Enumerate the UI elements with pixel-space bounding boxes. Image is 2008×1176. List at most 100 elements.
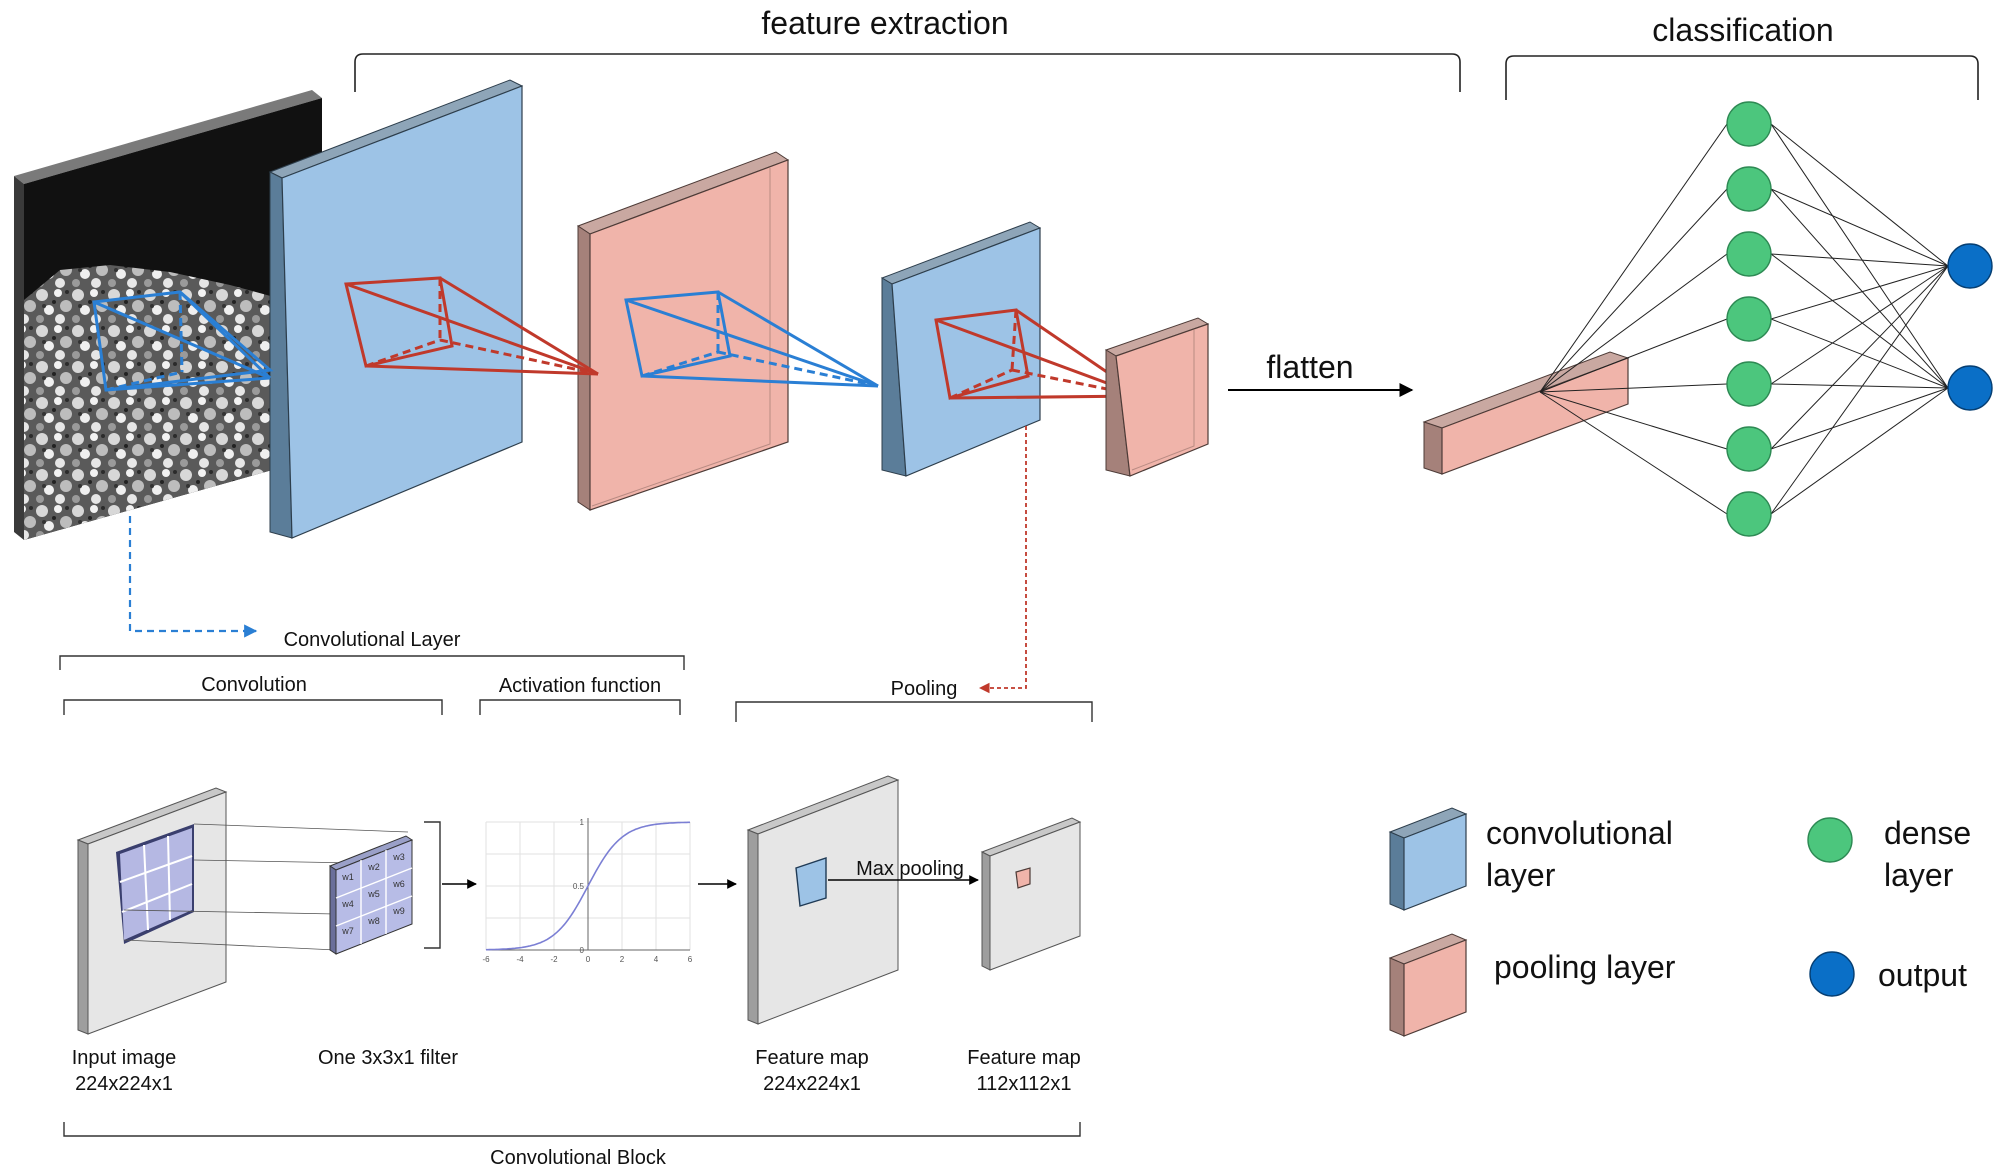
feature-map-2-size: 112x112x1 xyxy=(977,1073,1072,1095)
dense-to-output-edge xyxy=(1770,188,1949,267)
dense-node-6 xyxy=(1726,426,1772,472)
weight-w9: w9 xyxy=(392,906,405,916)
weight-w4: w4 xyxy=(341,899,354,909)
weight-w1: w1 xyxy=(341,872,354,882)
output-node-1 xyxy=(1947,243,1993,289)
sigmoid-x-tick: 6 xyxy=(688,955,693,964)
dense-to-output-edge xyxy=(1770,265,1949,515)
pooling-label: Pooling xyxy=(891,678,958,700)
max-pooling-label: Max pooling xyxy=(856,858,964,880)
filter-3x3 xyxy=(328,835,414,955)
input-image-size: 224x224x1 xyxy=(75,1073,173,1095)
weight-w7: w7 xyxy=(341,926,354,936)
flatten-label: flatten xyxy=(1266,349,1353,385)
dense-node-2 xyxy=(1726,166,1772,212)
sigmoid-x-tick: -6 xyxy=(482,955,490,964)
dense-to-output-edge xyxy=(1770,387,1949,515)
filter-bracket xyxy=(424,821,441,949)
filter-label: One 3x3x1 filter xyxy=(318,1047,458,1069)
sigmoid-x-tick: 4 xyxy=(654,955,659,964)
conv-layer-1 xyxy=(268,79,524,539)
sigmoid-y-tick: 0.5 xyxy=(573,882,585,891)
legend-pool-label: pooling layer xyxy=(1494,949,1676,985)
feature-map-1-label: Feature map xyxy=(755,1047,868,1069)
input-to-dense-edge xyxy=(1539,318,1728,393)
dense-node-5 xyxy=(1726,361,1772,407)
legend-conv-swatch xyxy=(1388,807,1468,911)
activation-function-label: Activation function xyxy=(499,675,661,697)
pool-layer-2 xyxy=(1104,317,1210,477)
dense-to-output-edge xyxy=(1770,387,1949,450)
legend-output-swatch xyxy=(1809,951,1855,997)
dense-to-output-edge xyxy=(1770,265,1949,320)
dense-to-output-edge xyxy=(1770,318,1949,389)
convolutional-layer-brace xyxy=(59,655,685,670)
dense-to-output-edge xyxy=(1770,253,1949,389)
feature-map-1 xyxy=(746,775,900,1025)
weight-w8: w8 xyxy=(367,916,380,926)
sigmoid-x-tick: 2 xyxy=(620,955,625,964)
feature-map-2-label: Feature map xyxy=(967,1047,1080,1069)
weight-w6: w6 xyxy=(392,879,405,889)
conv-layer-zoom-connector xyxy=(128,516,258,638)
legend-dense-swatch xyxy=(1807,817,1853,863)
dense-node-3 xyxy=(1726,231,1772,277)
classification-brace xyxy=(1505,55,1979,100)
legend-conv-label-line1: convolutional xyxy=(1486,815,1673,851)
weight-w2: w2 xyxy=(367,862,380,872)
activation-function-brace xyxy=(479,699,681,715)
dense-node-7 xyxy=(1726,491,1772,537)
network-connections xyxy=(1539,123,1949,515)
feature-extraction-brace xyxy=(354,53,1461,92)
convolution-brace xyxy=(63,699,443,715)
input-to-dense-edge xyxy=(1539,253,1728,393)
pooling-brace xyxy=(735,701,1093,722)
pool-layer-1 xyxy=(576,151,790,511)
network-nodes xyxy=(1726,101,1993,537)
dense-node-1 xyxy=(1726,101,1772,147)
dense-to-output-edge xyxy=(1770,265,1949,450)
legend-dense-label-line2: layer xyxy=(1884,857,1954,893)
block-input-image xyxy=(76,787,228,1035)
legend-output-label: output xyxy=(1878,957,1967,993)
input-to-dense-edge xyxy=(1539,123,1728,393)
input-to-dense-edge xyxy=(1539,188,1728,393)
blue-filter-projection-1 xyxy=(92,290,274,392)
weight-w5: w5 xyxy=(367,889,380,899)
convolutional-block-label: Convolutional Block xyxy=(490,1147,667,1169)
weight-w3: w3 xyxy=(392,852,405,862)
filter-weights: w1 w2 w3 w4 w5 w6 w7 w8 w9 xyxy=(341,852,405,936)
red-filter-projection-1 xyxy=(344,276,599,376)
legend: convolutional layer pooling layer dense … xyxy=(1388,807,1971,1037)
pooling-zoom-connector xyxy=(978,426,1027,694)
legend-conv-label-line2: layer xyxy=(1486,857,1556,893)
dense-to-output-edge xyxy=(1770,188,1949,389)
dense-to-output-edge xyxy=(1770,123,1949,389)
sigmoid-curve xyxy=(486,821,690,951)
dense-to-output-edge xyxy=(1770,265,1949,385)
dense-node-4 xyxy=(1726,296,1772,342)
legend-pool-swatch xyxy=(1388,933,1468,1037)
dense-to-output-edge xyxy=(1770,383,1949,389)
convolutional-layer-label: Convolutional Layer xyxy=(284,629,461,651)
output-node-2 xyxy=(1947,365,1993,411)
feature-map-1-size: 224x224x1 xyxy=(763,1073,861,1095)
input-to-dense-edge xyxy=(1539,391,1728,450)
sigmoid-x-tick: -4 xyxy=(516,955,524,964)
feature-map-2 xyxy=(980,817,1082,971)
legend-dense-label-line1: dense xyxy=(1884,815,1971,851)
blue-filter-projection-2 xyxy=(624,290,879,388)
sigmoid-x-tick: 0 xyxy=(586,955,591,964)
dense-to-output-edge xyxy=(1770,253,1949,267)
classification-title: classification xyxy=(1652,12,1833,48)
convolutional-block-brace xyxy=(63,1122,1081,1137)
sigmoid-y-tick: 0 xyxy=(580,946,585,955)
input-to-dense-edge xyxy=(1539,391,1728,515)
flattened-vector xyxy=(1422,351,1630,475)
dense-to-output-edge xyxy=(1770,123,1949,267)
convolution-label: Convolution xyxy=(201,674,307,696)
input-to-dense-edge xyxy=(1539,383,1728,393)
sigmoid-x-tick: -2 xyxy=(550,955,558,964)
